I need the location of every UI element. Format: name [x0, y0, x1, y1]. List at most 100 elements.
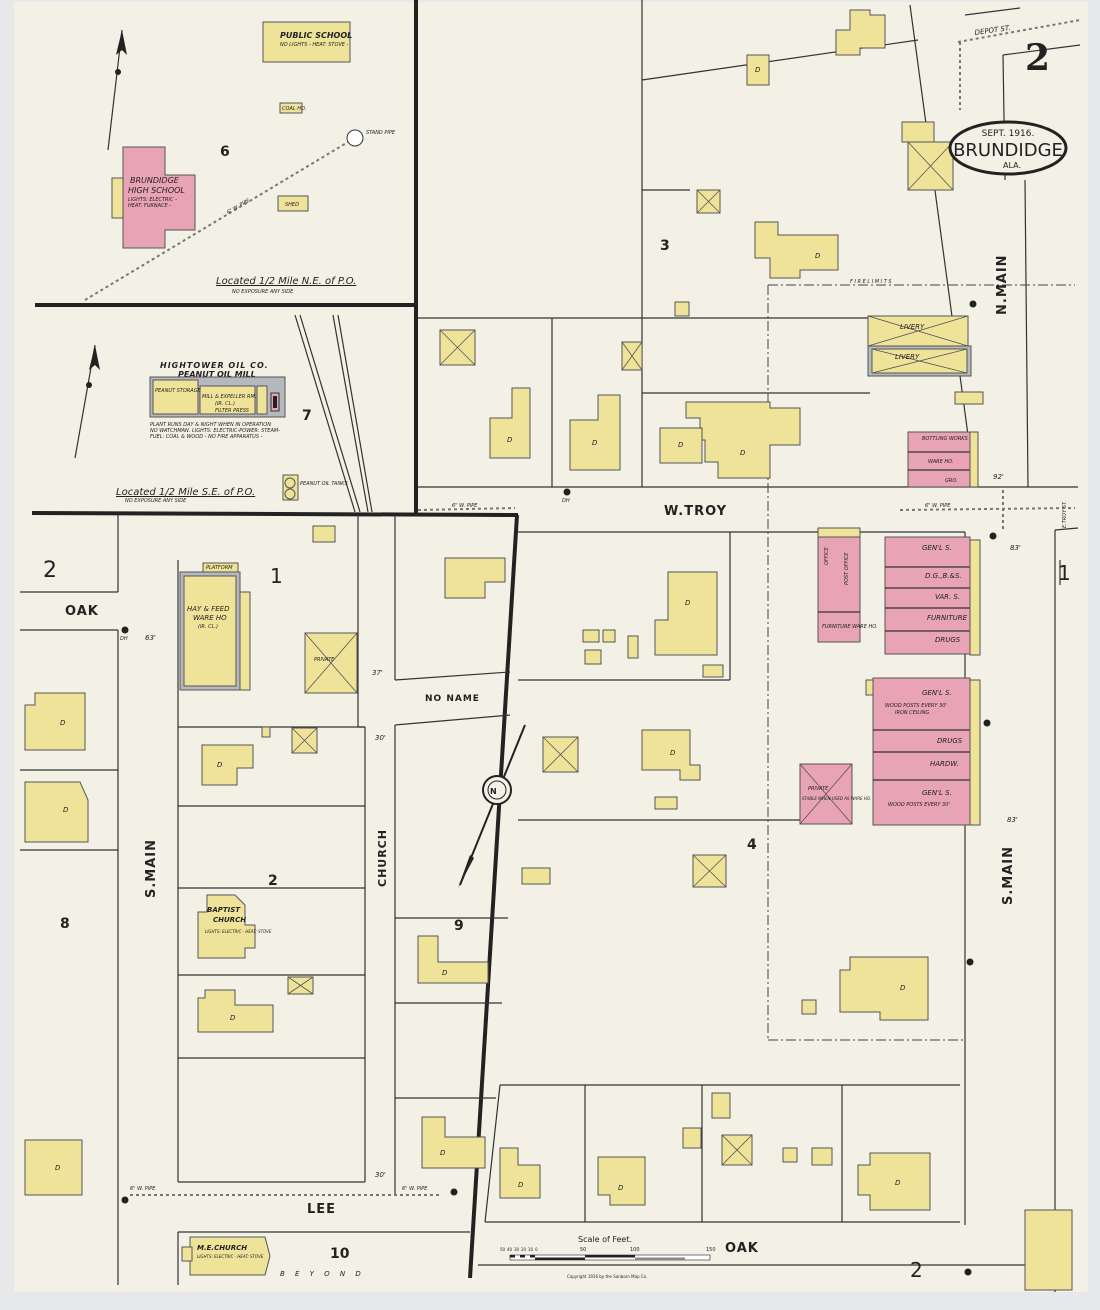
map-line	[969, 300, 977, 308]
map-label: BOTTLING WORKS	[922, 436, 969, 442]
map-label: COAL HO.	[282, 106, 306, 112]
post-office	[817, 536, 861, 643]
map-label: N.MAIN	[995, 254, 1010, 315]
frame-building	[954, 391, 984, 405]
map-label: D	[55, 1164, 61, 1172]
frame-building	[901, 121, 935, 143]
map-label: W.TROY	[664, 504, 727, 519]
map-label: LIGHTS: ELECTRIC - HEAT: STOVE	[197, 1254, 264, 1259]
store-row-1	[884, 536, 971, 655]
map-label: DH	[120, 636, 128, 642]
map-label: STAND PIPE	[366, 130, 396, 136]
map-line	[121, 1196, 129, 1204]
brundidge-high-school	[122, 146, 196, 249]
map-label: BRUNDIDGE	[953, 140, 1063, 161]
street-labels: DEPOT ST. N.MAIN W.TROY S.MAIN S.MAIN OA…	[65, 24, 1068, 1278]
coal-house	[279, 102, 303, 114]
map-label: 40	[507, 1247, 513, 1252]
map-label: 2	[43, 558, 57, 583]
frame-building	[582, 629, 600, 643]
frame-building	[421, 1116, 486, 1169]
frame-building	[627, 635, 639, 659]
map-label: 6" W. PIPE	[402, 1186, 428, 1192]
map-line	[909, 4, 976, 488]
map-label: 3	[660, 238, 670, 254]
map-line	[563, 488, 571, 496]
map-label: NO LIGHTS - HEAT: STOVE -	[280, 42, 349, 48]
map-label: 30'	[375, 1171, 386, 1179]
frame-building	[1024, 1209, 1073, 1291]
map-line	[1024, 179, 1029, 488]
frame-building	[682, 1127, 702, 1149]
map-label: PRIVATE	[808, 786, 829, 792]
map-label: 2	[910, 1258, 923, 1282]
map-label: D	[895, 1179, 901, 1187]
map-line	[439, 329, 476, 366]
frame-building	[654, 796, 678, 810]
map-label: NO NAME	[425, 694, 480, 704]
frame-building	[659, 427, 703, 464]
map-label: D	[755, 66, 761, 74]
map-label: LEE	[307, 1202, 336, 1217]
map-label: Located 1/2 Mile N.E. of P.O.	[216, 276, 356, 287]
map-line	[115, 69, 121, 75]
compass-rose-icon: N	[458, 724, 526, 888]
map-line	[450, 1188, 458, 1196]
map-label: PRIVATE	[314, 657, 335, 663]
map-line	[287, 976, 314, 995]
bottling-works	[907, 431, 971, 488]
map-label: HAY & FEED	[187, 605, 230, 613]
map-label: PUBLIC SCHOOL	[280, 31, 352, 40]
map-label: VAR. S.	[935, 593, 960, 601]
map-line	[966, 958, 974, 966]
map-line	[899, 507, 1076, 511]
map-line	[530, 1255, 535, 1258]
map-label: DRUGS	[937, 737, 963, 745]
map-line	[964, 7, 1021, 16]
frame-building	[782, 1147, 798, 1163]
title-cartouche: SEPT. 1916. BRUNDIDGE ALA. 2	[948, 37, 1068, 176]
frame-building	[569, 394, 621, 471]
map-label: Located 1/2 Mile S.E. of P.O.	[116, 487, 255, 498]
map-label: 50	[500, 1247, 506, 1252]
map-label: NO EXPOSURE ANY SIDE	[232, 289, 294, 295]
map-line	[535, 1257, 585, 1260]
map-label: HIGHTOWER OIL CO.	[160, 361, 269, 370]
map-label: D	[507, 436, 513, 444]
map-label: SEPT. 1916.	[982, 129, 1035, 139]
map-line	[294, 314, 356, 513]
map-label: GEN'L S.	[922, 544, 952, 552]
map-line	[116, 30, 127, 55]
map-label: OFFICE	[824, 546, 830, 565]
frame-building	[811, 1147, 833, 1166]
map-label: 1	[1058, 561, 1071, 585]
map-label: IRON CEILING	[895, 710, 929, 716]
map-label: 30'	[375, 734, 386, 742]
map-label: 6" W. PIPE	[130, 1186, 156, 1192]
map-label: DRUGS	[935, 636, 961, 644]
map-label: NO WATCHMAN. LIGHTS: ELECTRIC-POWER: STE…	[150, 428, 280, 434]
map-label: FILTER PRESS	[215, 408, 250, 414]
map-line	[299, 314, 361, 513]
map-line	[273, 396, 277, 408]
me-church	[189, 1236, 271, 1276]
map-label: 63'	[145, 634, 156, 642]
map-label: S.MAIN	[144, 839, 159, 898]
map-line	[417, 507, 516, 511]
map-label: (IR. CL.)	[198, 624, 218, 630]
map-label: PEANUT STORAGE	[155, 388, 202, 394]
map-line	[799, 763, 853, 825]
map-label: PLANT RUNS DAY & NIGHT WHEN IN OPERATION	[150, 422, 271, 428]
map-label: MILL & EXPELLER RM.	[202, 394, 256, 400]
map-label: 4	[747, 837, 757, 853]
map-label: OAK	[65, 604, 99, 619]
map-label: D	[618, 1184, 624, 1192]
frame-building	[754, 221, 839, 279]
high-school-note-wrap: LIGHTS: ELECTRIC - HEAT: FURNACE -	[128, 197, 177, 209]
map-line	[585, 1255, 635, 1258]
map-label: D	[815, 252, 821, 260]
map-line	[484, 1084, 501, 1223]
baptist-church	[197, 894, 256, 959]
map-line	[510, 1255, 515, 1258]
map-label: D	[592, 439, 598, 447]
